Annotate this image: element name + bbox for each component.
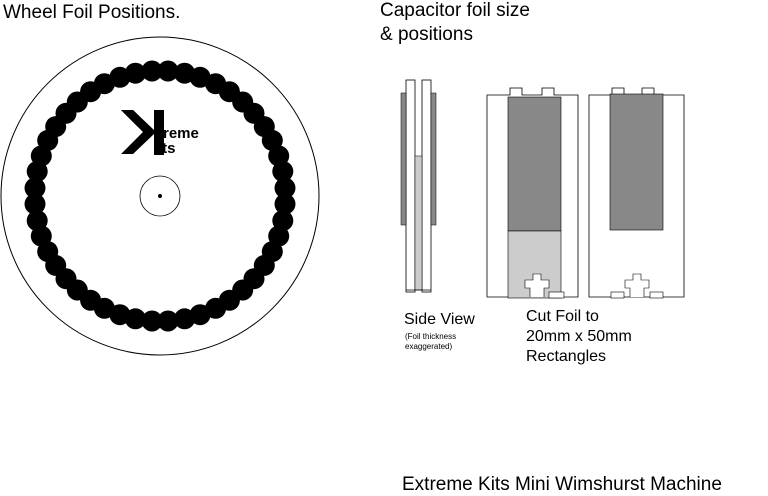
side-view-foil-inner — [414, 155, 423, 291]
side-view-note-line-2: exaggerated) — [405, 342, 453, 351]
foil-dot — [274, 193, 296, 215]
wheel-title: Wheel Foil Positions. — [3, 2, 181, 23]
wheel-center-dot — [158, 194, 162, 198]
capacitor-plate-1 — [486, 87, 579, 299]
capacitor-plate-2 — [588, 87, 685, 299]
capacitor-title-line-1: Capacitor foil size — [380, 0, 530, 21]
plate-1-foil-dark — [507, 96, 562, 232]
side-view-note-line-1: (Foil thickness — [405, 332, 457, 341]
foil-dot — [24, 193, 46, 215]
logo-text-line-1: treme — [158, 125, 199, 142]
plate-1-notch — [548, 291, 565, 299]
foil-dot — [141, 60, 163, 82]
plate-2-notch-right — [649, 291, 664, 299]
wheel-outline — [0, 36, 320, 356]
foil-dot — [141, 310, 163, 332]
side-view-plate-right — [421, 79, 432, 293]
side-view-plate-left — [405, 79, 416, 293]
wheel-hub — [139, 175, 181, 217]
foil-dot — [274, 177, 296, 199]
foil-dot — [174, 308, 196, 330]
plate-2-notch-left — [610, 291, 625, 299]
capacitor-title-line-2: & positions — [380, 24, 473, 45]
foil-dot — [272, 160, 294, 182]
wheel-diagram: treme its — [0, 36, 320, 356]
foil-dot — [24, 177, 46, 199]
side-view-foil-outer-right — [430, 92, 437, 226]
plate-1-tab — [524, 273, 550, 297]
side-view-foil-outer-left — [400, 92, 407, 226]
plate-2-tab — [624, 273, 650, 297]
extreme-kits-logo: treme its — [121, 110, 199, 157]
foil-dot — [124, 62, 146, 84]
foil-dot — [157, 60, 179, 82]
plate-1-outline — [486, 87, 579, 298]
cut-instruction-line-1: Cut Foil to — [526, 308, 599, 325]
cut-instruction-line-2: 20mm x 50mm — [526, 328, 632, 345]
logo-text-line-2: its — [158, 140, 176, 157]
foil-dot — [26, 210, 48, 232]
side-view-label: Side View — [404, 311, 475, 328]
foil-pairs — [24, 60, 296, 332]
cut-instruction-line-3: Rectangles — [526, 348, 607, 365]
foil-dot — [157, 310, 179, 332]
footer-title: Extreme Kits Mini Wimshurst Machine — [402, 474, 722, 495]
plate-2-foil-dark — [609, 93, 664, 231]
side-view-diagram — [400, 79, 437, 293]
plate-2-outline — [588, 87, 685, 298]
